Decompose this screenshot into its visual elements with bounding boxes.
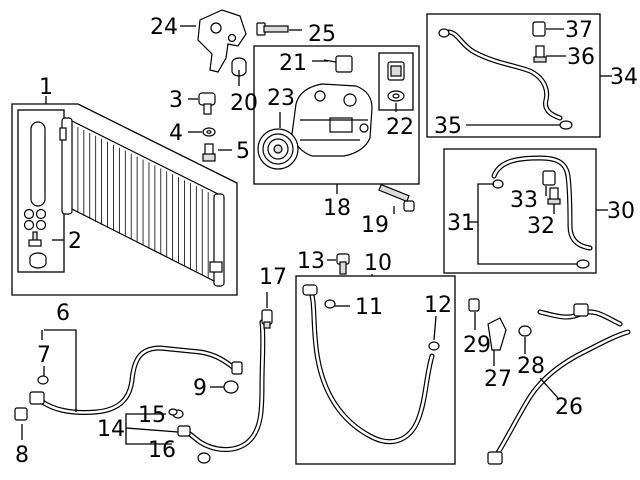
label-29: 29 bbox=[463, 333, 491, 358]
pipe-10-box bbox=[295, 275, 456, 465]
hose-14 bbox=[172, 319, 266, 464]
label-19: 19 bbox=[361, 213, 389, 238]
part-25-bolt bbox=[256, 22, 289, 36]
label-25: 25 bbox=[308, 22, 336, 47]
hose-30-box bbox=[443, 148, 597, 274]
label-30: 30 bbox=[607, 199, 635, 224]
part-9-cap bbox=[223, 380, 239, 394]
label-27: 27 bbox=[484, 367, 512, 392]
label-14: 14 bbox=[97, 417, 125, 442]
hose-34 bbox=[438, 28, 573, 130]
part-17-valve bbox=[261, 309, 273, 329]
label-3: 3 bbox=[169, 88, 183, 113]
label-5: 5 bbox=[236, 139, 250, 164]
label-17: 17 bbox=[259, 265, 287, 290]
part-13-bolt bbox=[336, 253, 350, 275]
part-27-bracket bbox=[487, 317, 507, 351]
leader-lines bbox=[21, 25, 612, 445]
label-8: 8 bbox=[15, 443, 29, 468]
part-37-cap bbox=[532, 21, 546, 37]
part-32-valve bbox=[547, 187, 561, 205]
part-24-bracket bbox=[197, 9, 247, 73]
pipe-10 bbox=[302, 284, 440, 445]
part-20-bushing bbox=[231, 57, 247, 77]
label-16: 16 bbox=[148, 438, 176, 463]
label-36: 36 bbox=[567, 45, 595, 70]
label-24: 24 bbox=[150, 15, 178, 40]
label-10: 10 bbox=[364, 251, 392, 276]
label-9: 9 bbox=[193, 376, 207, 401]
label-37: 37 bbox=[565, 18, 593, 43]
label-23: 23 bbox=[267, 86, 295, 111]
hose-26 bbox=[487, 303, 631, 465]
hose-30 bbox=[491, 155, 593, 269]
part-29-clip bbox=[468, 298, 480, 312]
part-3-sensor bbox=[198, 92, 216, 115]
label-31: 31 bbox=[447, 211, 475, 236]
label-33: 33 bbox=[510, 188, 538, 213]
part-19-bolt bbox=[378, 183, 415, 212]
label-13: 13 bbox=[297, 249, 325, 274]
part-28-cap bbox=[518, 325, 532, 337]
label-15: 15 bbox=[138, 403, 166, 428]
part-5-valve bbox=[202, 143, 216, 162]
part-23-compressor bbox=[291, 83, 373, 157]
label-1: 1 bbox=[39, 75, 53, 100]
label-21: 21 bbox=[279, 51, 307, 76]
label-6: 6 bbox=[56, 301, 70, 326]
part-4-oring bbox=[202, 127, 216, 137]
callout-labels: 1 2 3 4 5 6 7 8 9 10 11 12 13 14 15 16 1… bbox=[15, 15, 638, 468]
pulley bbox=[257, 128, 299, 170]
label-4: 4 bbox=[169, 121, 183, 146]
label-2: 2 bbox=[68, 229, 82, 254]
label-28: 28 bbox=[517, 354, 545, 379]
part-21-connector bbox=[323, 55, 353, 73]
label-22: 22 bbox=[386, 115, 414, 140]
label-34: 34 bbox=[610, 65, 638, 90]
part-8-bolt bbox=[14, 407, 28, 421]
label-7: 7 bbox=[37, 343, 51, 368]
part-33-cap bbox=[542, 170, 556, 186]
label-11: 11 bbox=[355, 295, 383, 320]
drier-items bbox=[23, 121, 47, 269]
part-36-valve bbox=[533, 45, 547, 63]
label-26: 26 bbox=[555, 395, 583, 420]
condenser-drawing bbox=[59, 117, 225, 287]
part-22-control-valve bbox=[387, 61, 405, 102]
hose-6 bbox=[29, 345, 243, 415]
label-32: 32 bbox=[527, 214, 555, 239]
label-18: 18 bbox=[323, 196, 351, 221]
label-12: 12 bbox=[424, 293, 452, 318]
small-seals bbox=[168, 408, 178, 416]
label-35: 35 bbox=[434, 114, 462, 139]
label-20: 20 bbox=[230, 91, 258, 116]
